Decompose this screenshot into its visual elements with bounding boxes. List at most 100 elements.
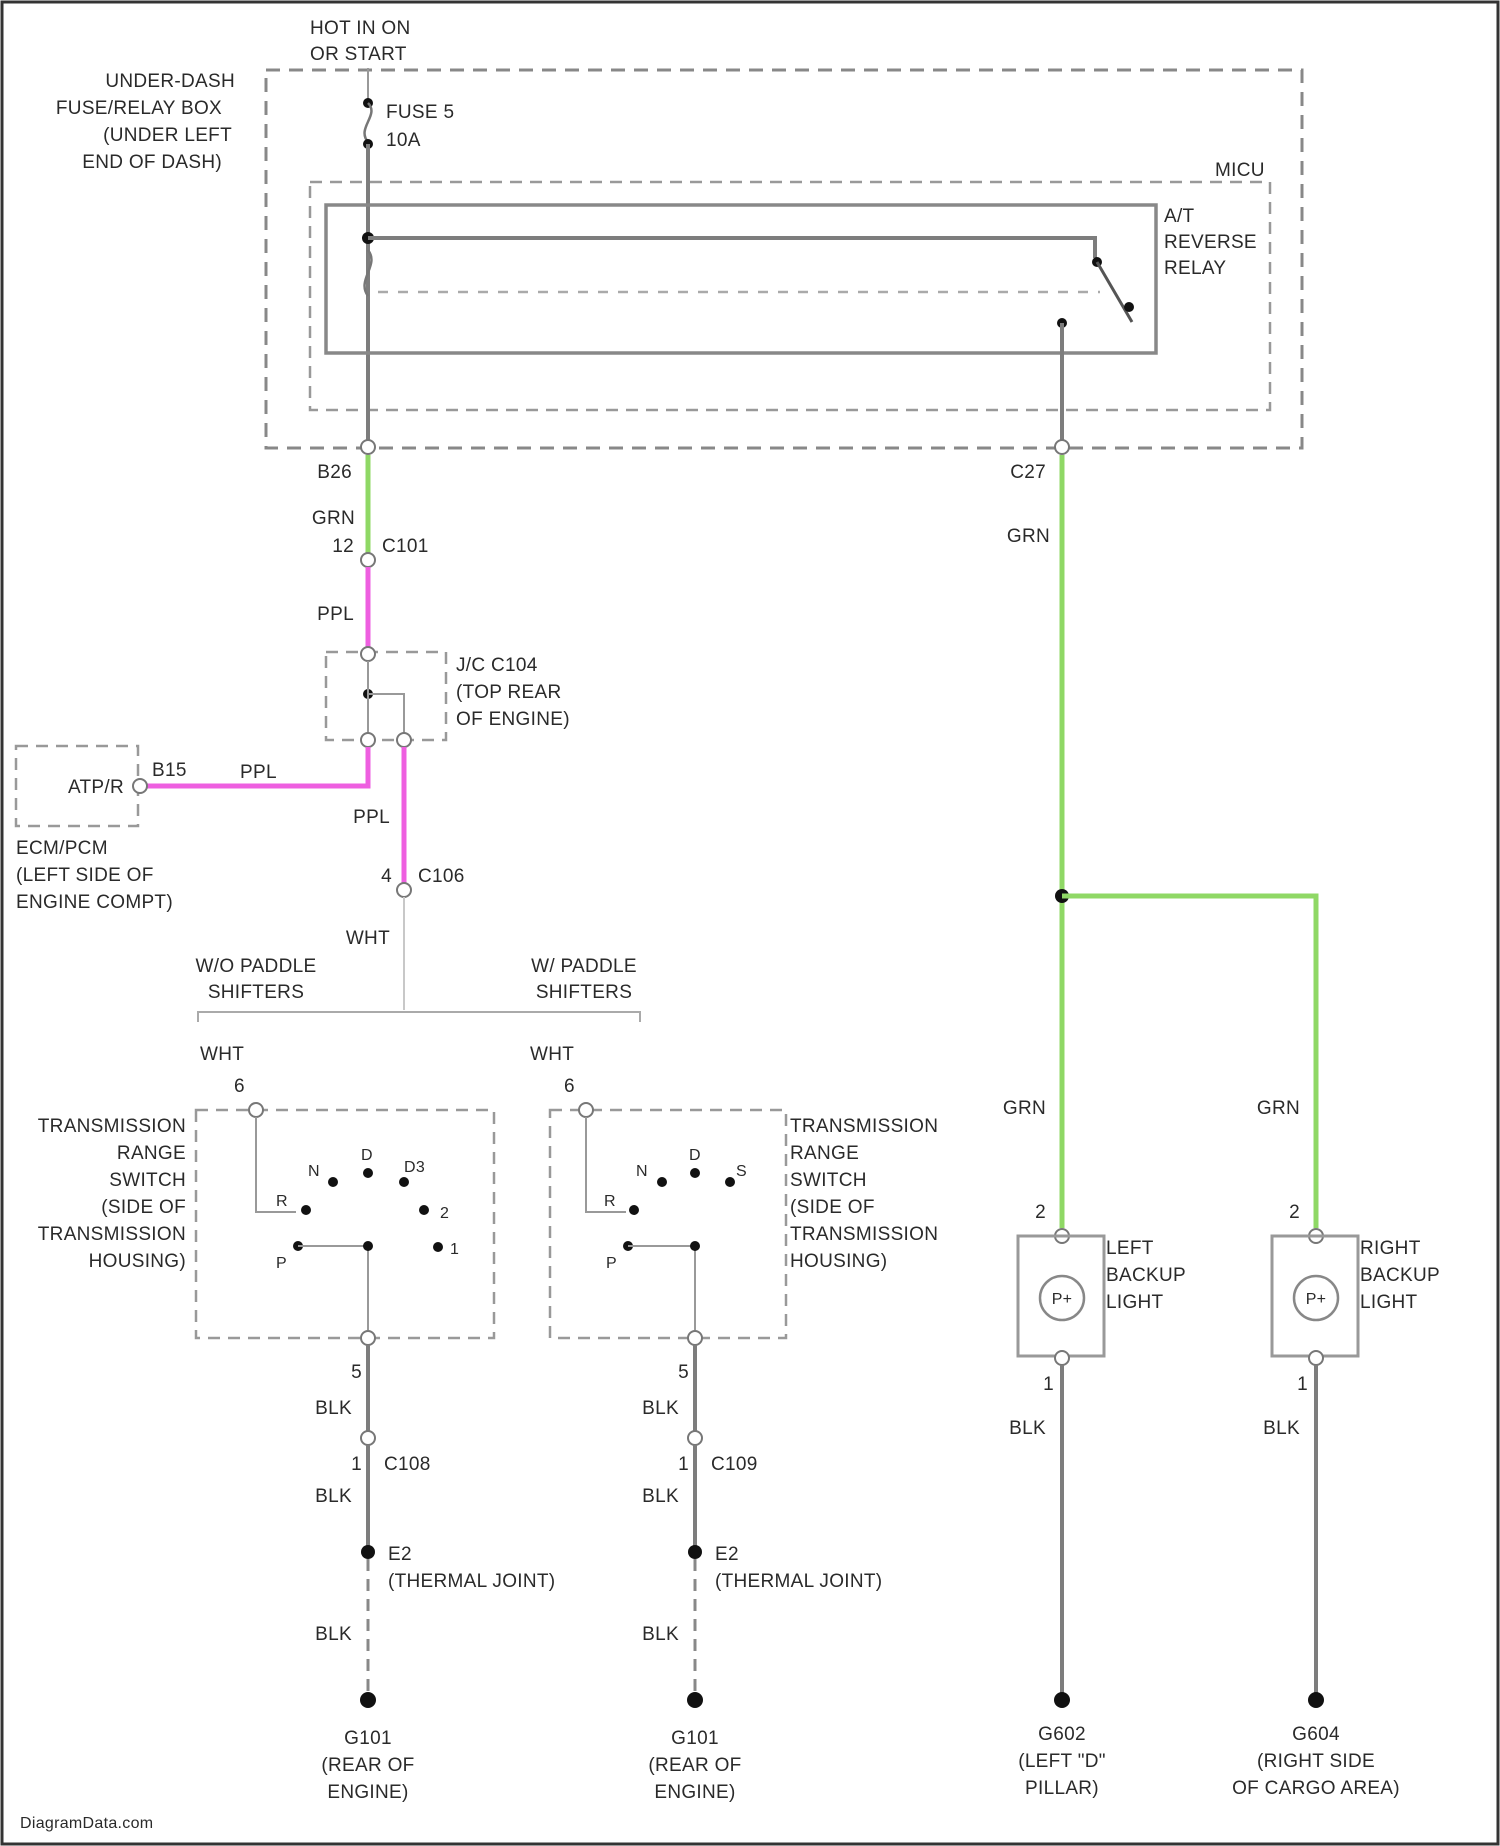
ground-g604-3: OF CARGO AREA) <box>1232 1778 1400 1799</box>
ground-right-g101-1: G101 <box>671 1728 719 1749</box>
power-label-1: HOT IN ON <box>310 18 411 39</box>
ground-left-g101-2: (REAR OF <box>321 1755 414 1776</box>
light-left-label-3: LIGHT <box>1106 1292 1164 1313</box>
wire-grn-left-light-label: GRN <box>1003 1098 1046 1119</box>
switch-left-dot-d3 <box>399 1177 409 1187</box>
switch-right-dot-center <box>690 1241 700 1251</box>
ground-left-g101-dot <box>360 1692 376 1708</box>
wire-ppl-c106-label: PPL <box>353 807 390 828</box>
switch-left-outline <box>196 1110 494 1338</box>
light-left-ground-wire-label: BLK <box>1009 1418 1046 1439</box>
jc-c104-pin-right <box>397 733 411 747</box>
relay-contact-b <box>1124 302 1134 312</box>
pin-c101-num: 12 <box>332 536 354 557</box>
switch-left-label-1: TRANSMISSION <box>38 1116 186 1137</box>
pin-c101 <box>361 553 375 567</box>
ground-g602-dot <box>1054 1692 1070 1708</box>
ground-right-e2: E2 <box>715 1544 739 1565</box>
ground-left-g101-3: ENGINE) <box>327 1782 408 1803</box>
connector-c109: C109 <box>711 1454 758 1475</box>
pin-c108 <box>361 1431 375 1445</box>
relay-label-2: REVERSE <box>1164 232 1257 253</box>
pin-b26 <box>361 440 375 454</box>
wire-grn-right-main-label: GRN <box>1007 526 1050 547</box>
switch-right-pin-out <box>688 1331 702 1345</box>
variant-right-1: W/ PADDLE <box>531 956 637 977</box>
switch-right-arm <box>628 1246 695 1330</box>
light-left-pin-out <box>1055 1351 1069 1365</box>
ground-g602-1: G602 <box>1038 1724 1086 1745</box>
fusebox-label-2: FUSE/RELAY BOX <box>56 98 222 119</box>
relay-box <box>326 205 1156 353</box>
relay-label-3: RELAY <box>1164 258 1226 279</box>
switch-right-pos-n: N <box>636 1163 648 1180</box>
ecm-label-3: ENGINE COMPT) <box>16 892 173 913</box>
fuse-rating: 10A <box>386 130 421 151</box>
switch-left-pos-n: N <box>308 1163 320 1180</box>
switch-left-dot-n <box>328 1177 338 1187</box>
wire-ppl-ecm-label: PPL <box>240 762 277 783</box>
light-left-pin-top: 2 <box>1035 1202 1046 1223</box>
switch-right-dot-r <box>629 1205 639 1215</box>
micu-outline <box>310 182 1270 410</box>
ground-g602-2: (LEFT "D" <box>1018 1751 1106 1772</box>
ground-left-blk-1-label: BLK <box>315 1398 352 1419</box>
switch-right-label-5: TRANSMISSION <box>790 1224 938 1245</box>
pin-c108-num: 1 <box>351 1454 362 1475</box>
light-left-pin-bottom: 1 <box>1043 1374 1054 1395</box>
switch-left-label-2: RANGE <box>117 1143 186 1164</box>
switch-left-dot-1 <box>433 1242 443 1252</box>
pin-c27-label: C27 <box>1010 462 1046 483</box>
light-left-bulb-symbol: P+ <box>1052 1291 1073 1308</box>
pin-b26-label: B26 <box>317 462 352 483</box>
ground-left-blk-3-label: BLK <box>315 1624 352 1645</box>
light-right-label-1: RIGHT <box>1360 1238 1421 1259</box>
light-right-bulb-symbol: P+ <box>1306 1291 1327 1308</box>
switch-right-dot-n <box>657 1177 667 1187</box>
switch-right-label-3: SWITCH <box>790 1170 867 1191</box>
switch-left-dot-d <box>363 1168 373 1178</box>
light-left-label-2: BACKUP <box>1106 1265 1186 1286</box>
ground-left-blk-2-label: BLK <box>315 1486 352 1507</box>
switch-right-label-6: HOUSING) <box>790 1251 887 1272</box>
ground-left-e2: E2 <box>388 1544 412 1565</box>
variant-right-2: SHIFTERS <box>536 982 632 1003</box>
light-right-label-2: BACKUP <box>1360 1265 1440 1286</box>
switch-right-pin-in <box>579 1103 593 1117</box>
switch-left-pos-d3: D3 <box>404 1159 425 1176</box>
ecm-pin-label: B15 <box>152 760 187 781</box>
switch-right-wire-label: WHT <box>530 1044 574 1065</box>
light-right-pin-out <box>1309 1351 1323 1365</box>
jc-c104-outline <box>326 652 446 740</box>
switch-left-pin-out <box>361 1331 375 1345</box>
wire-grn-right-branch <box>1062 896 1316 1228</box>
ground-right-g101-3: ENGINE) <box>654 1782 735 1803</box>
switch-left-arm <box>298 1246 368 1330</box>
switch-left-pos-r: R <box>276 1193 288 1210</box>
ground-g604-2: (RIGHT SIDE <box>1257 1751 1375 1772</box>
pin-c109 <box>688 1431 702 1445</box>
fuse-symbol <box>365 103 372 142</box>
ground-g604-dot <box>1308 1692 1324 1708</box>
ground-right-e2-dot <box>688 1545 702 1559</box>
relay-feed <box>368 238 1095 258</box>
connector-c106: C106 <box>418 866 465 887</box>
jc-c104-label-3: OF ENGINE) <box>456 709 570 730</box>
ground-right-g101-2: (REAR OF <box>648 1755 741 1776</box>
fusebox-label-4: END OF DASH) <box>82 152 222 173</box>
pin-c109-num: 1 <box>678 1454 689 1475</box>
ground-g602-3: PILLAR) <box>1025 1778 1099 1799</box>
jc-c104-label-1: J/C C104 <box>456 655 538 676</box>
light-right-pin-bottom: 1 <box>1297 1374 1308 1395</box>
switch-right-pin-bottom: 5 <box>678 1362 689 1383</box>
relay-label-1: A/T <box>1164 206 1195 227</box>
light-right-ground-wire-label: BLK <box>1263 1418 1300 1439</box>
switch-left-label-5: TRANSMISSION <box>38 1224 186 1245</box>
ground-right-blk-3-label: BLK <box>642 1624 679 1645</box>
switch-right-label-1: TRANSMISSION <box>790 1116 938 1137</box>
jc-c104-label-2: (TOP REAR <box>456 682 561 703</box>
ground-g604-1: G604 <box>1292 1724 1340 1745</box>
light-right-pin-top: 2 <box>1289 1202 1300 1223</box>
